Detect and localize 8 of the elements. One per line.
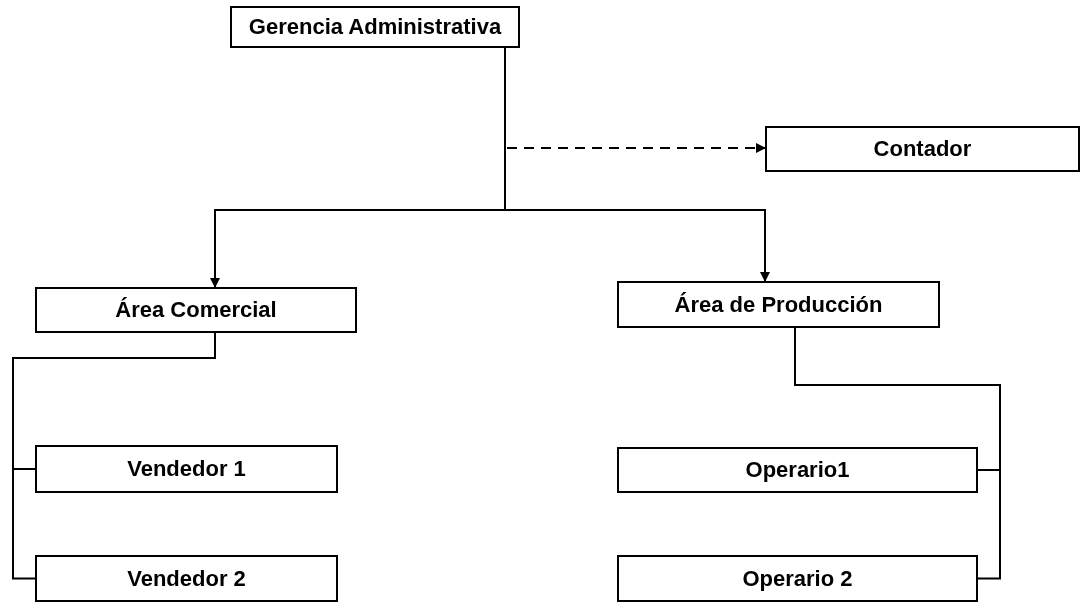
org-box: Vendedor 1: [35, 445, 338, 493]
org-box: Contador: [765, 126, 1080, 172]
org-box: Área de Producción: [617, 281, 940, 328]
org-box: Vendedor 2: [35, 555, 338, 602]
org-box: Gerencia Administrativa: [230, 6, 520, 48]
org-box: Operario 2: [617, 555, 978, 602]
org-box: Operario1: [617, 447, 978, 493]
org-box: Área Comercial: [35, 287, 357, 333]
